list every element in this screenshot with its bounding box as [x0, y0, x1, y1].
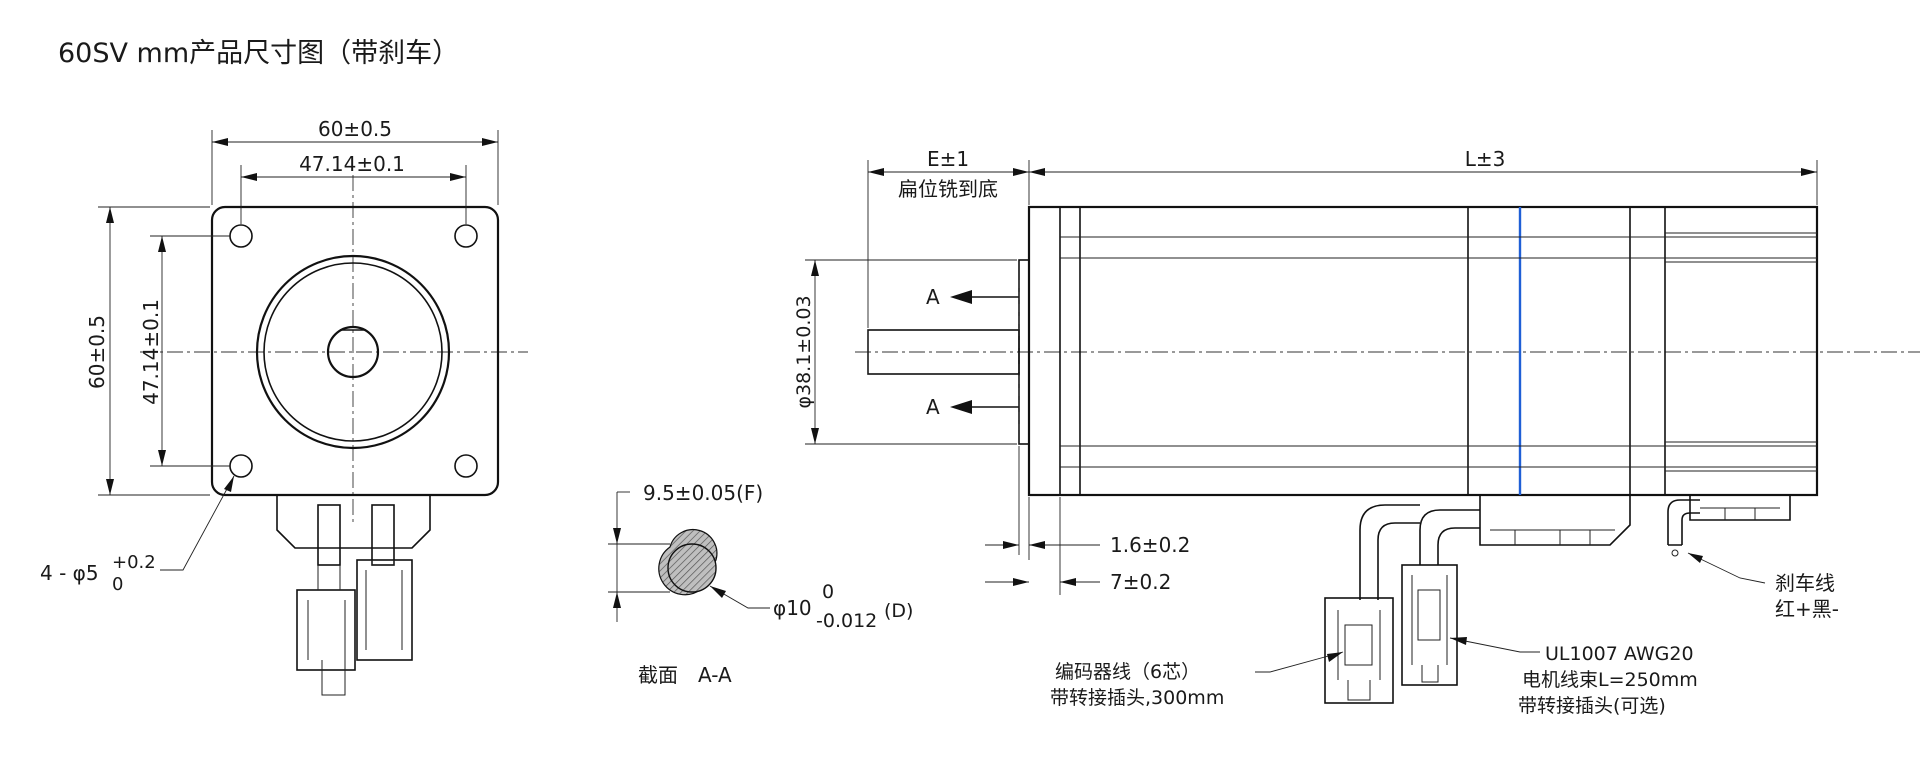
- front-flange-outline: [210, 205, 500, 497]
- arrow-leader: [1327, 652, 1343, 662]
- arrow-leader: [1688, 553, 1703, 563]
- dim-e-label: E±1: [927, 147, 969, 171]
- section-marker-bottom: A: [926, 395, 940, 419]
- side-motor-plug: [1401, 564, 1458, 686]
- side-view: E±1 扁位铣到底 L±3 φ38.1±0.03 A A 1.6±0.2: [793, 147, 1920, 704]
- side-motor-cable: [1419, 509, 1480, 565]
- encoder-cable-1: 编码器线（6芯）: [1055, 661, 1200, 683]
- arrow-up: [158, 236, 166, 252]
- hole-callout-label: 4 - φ5: [40, 561, 99, 585]
- brake-line-2: 红+黑-: [1775, 597, 1839, 621]
- arrow-down: [613, 528, 621, 544]
- front-plug-right: [356, 559, 413, 661]
- section-tol-suffix: (D): [884, 600, 913, 622]
- side-brake-fins: [1665, 232, 1817, 472]
- section-caption: 截面 A-A: [638, 663, 732, 687]
- dim-width-holes-label: 47.14±0.1: [299, 152, 405, 176]
- front-cable-left: [317, 504, 341, 566]
- arrow-left: [1029, 541, 1045, 549]
- motor-cable-3: 带转接插头(可选): [1518, 695, 1666, 717]
- arrow-left: [1029, 168, 1045, 176]
- front-hole-tr: [454, 224, 478, 248]
- arrow-up: [106, 207, 114, 223]
- section-tol-upper: 0: [822, 581, 834, 603]
- arrow-left: [1060, 578, 1076, 586]
- front-pilot-outer: [255, 254, 451, 450]
- section-arrow-bottom-head: [950, 400, 972, 414]
- section-view: 9.5±0.05(F) φ10 0 -0.012 (D) 截面 A-A: [608, 481, 913, 687]
- encoder-cable-2: 带转接插头,300mm: [1050, 687, 1224, 709]
- arrow-down: [158, 450, 166, 466]
- arrow-up: [613, 592, 621, 608]
- side-brake-cable: [1667, 499, 1700, 546]
- side-encoder-plug: [1324, 597, 1394, 704]
- dim-width-outer-label: 60±0.5: [318, 117, 392, 141]
- hole-callout-leader: [160, 475, 235, 571]
- side-encoder-plug-details: [1337, 610, 1381, 701]
- section-tol-lower: -0.012: [816, 610, 877, 632]
- dim-flange-label: 1.6±0.2: [1110, 533, 1190, 557]
- side-encoder-cable-2: [1377, 522, 1420, 600]
- front-shaft-circle: [326, 325, 380, 379]
- front-hole-tl: [229, 224, 253, 248]
- section-flat-dim: 9.5±0.05(F): [643, 481, 763, 505]
- side-body-outline: [1027, 205, 1819, 497]
- arrow-right: [450, 173, 466, 181]
- brake-line-1: 刹车线: [1775, 571, 1835, 595]
- front-cable-right: [371, 504, 395, 566]
- front-cable-joints: [317, 560, 395, 590]
- section-shaft-circle: [667, 543, 717, 593]
- dim-plate-label: 7±0.2: [1110, 570, 1171, 594]
- dim-height-holes-label: 47.14±0.1: [139, 299, 163, 405]
- section-dia-label: φ10: [773, 596, 812, 620]
- motor-cable-2: 电机线束L=250mm: [1522, 669, 1698, 691]
- side-motor-plug-details: [1411, 575, 1448, 683]
- arrow-leader: [710, 586, 726, 598]
- motor-cable-1: UL1007 AWG20: [1545, 643, 1694, 665]
- motor-cable-leader: [1449, 637, 1540, 653]
- front-connector-housing: [276, 495, 431, 549]
- arrow-left: [868, 168, 884, 176]
- front-plug-left: [296, 589, 356, 671]
- arrow-leader: [1450, 637, 1467, 645]
- arrow-left: [212, 138, 228, 146]
- arrow-down: [106, 479, 114, 495]
- dim-l-label: L±3: [1465, 147, 1506, 171]
- front-hole-bl: [229, 454, 253, 478]
- arrow-down: [811, 428, 819, 444]
- front-view: 60±0.5 47.14±0.1 60±0.5 47.14±0.1 4 - φ5…: [40, 117, 528, 696]
- side-brake-box-details: [1700, 507, 1780, 520]
- side-motor-cable-2: [1437, 527, 1480, 565]
- brake-leader: [1687, 552, 1766, 584]
- front-plug-details: [307, 570, 403, 696]
- arrow-right: [482, 138, 498, 146]
- hole-tol-lower: 0: [112, 574, 123, 595]
- arrow-up: [811, 260, 819, 276]
- dim-e-note: 扁位铣到底: [898, 177, 998, 201]
- arrow-left: [241, 173, 257, 181]
- page-title: 60SV mm产品尺寸图（带刹车）: [58, 38, 459, 69]
- dim-pilot-label: φ38.1±0.03: [793, 295, 815, 408]
- section-arrow-top-head: [950, 290, 972, 304]
- front-hole-br: [454, 454, 478, 478]
- side-connector-details: [1490, 529, 1615, 545]
- arrow-right: [1003, 541, 1019, 549]
- section-marker-top: A: [926, 285, 940, 309]
- arrow-right: [1013, 578, 1029, 586]
- hole-tol-upper: +0.2: [112, 552, 156, 573]
- dim-height-outer-label: 60±0.5: [85, 315, 109, 389]
- side-brake-lead-end: [1671, 549, 1679, 557]
- arrow-leader: [224, 476, 234, 492]
- side-fin-lines: [1060, 236, 1817, 468]
- side-encoder-cable: [1359, 504, 1420, 600]
- front-pilot-inner: [263, 262, 443, 442]
- encoder-cable-leader: [1255, 651, 1344, 673]
- side-brake-box: [1689, 495, 1791, 521]
- side-connector-box: [1479, 495, 1631, 546]
- arrow-right: [1013, 168, 1029, 176]
- callouts: 刹车线 红+黑- UL1007 AWG20 电机线束L=250mm 带转接插头(…: [1050, 552, 1839, 717]
- arrow-right: [1801, 168, 1817, 176]
